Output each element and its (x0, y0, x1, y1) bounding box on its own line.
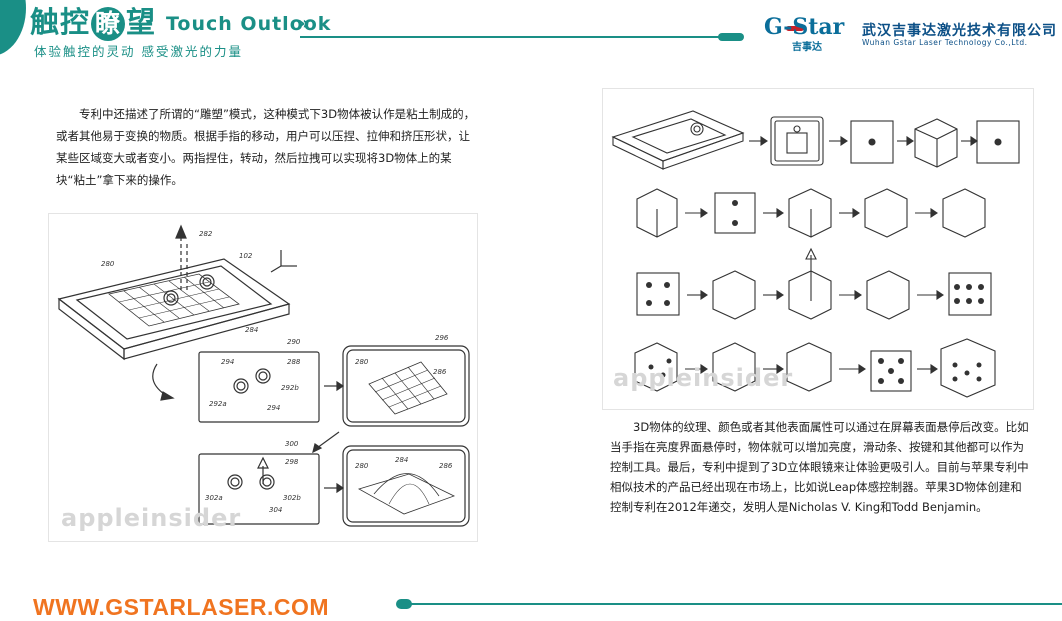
fig1-label: 284 (245, 326, 258, 334)
patent-figure-sculpt: 282 102 280 284 290 296 294 288 292a 292… (48, 213, 478, 542)
fig1-label: 102 (239, 252, 253, 260)
footer-divider-dot (396, 599, 412, 609)
patent-figure-dice-drawing (611, 110, 1020, 398)
fig1-label: 290 (287, 338, 301, 346)
gstar-logo-swoosh (786, 26, 804, 31)
double-chevron-icon: » (298, 13, 310, 34)
gstar-logo-sub: 吉事达 (792, 42, 822, 53)
fig1-label: 294 (221, 358, 234, 366)
fig1-label: 302b (283, 494, 301, 502)
fig1-label: 280 (101, 260, 115, 268)
company-name-en: Wuhan Gstar Laser Technology Co.,Ltd. (862, 38, 1028, 47)
fig1-label: 288 (287, 358, 301, 366)
fig1-label: 286 (439, 462, 453, 470)
logo-english: Touch Outlook (166, 13, 332, 35)
header-divider (300, 36, 720, 38)
fig1-label: 284 (395, 456, 408, 464)
fig1-label: 296 (435, 334, 449, 342)
footer-divider (410, 603, 1062, 605)
slogan: 体验触控的灵动 感受激光的力量 (34, 44, 243, 59)
watermark-appleinsider: appleinsider (61, 504, 242, 532)
footer-website-link[interactable]: WWW.GSTARLASER.COM (33, 594, 330, 620)
fig1-label: 280 (355, 462, 369, 470)
fig1-label: 280 (355, 358, 369, 366)
logo-title: 触控瞭望 (30, 5, 157, 41)
gstar-logo-mark: G-Star (764, 14, 845, 40)
watermark-appleinsider: appleinsider (613, 364, 794, 392)
fig1-label: 300 (285, 440, 299, 448)
fig1-label: 304 (269, 506, 282, 514)
fig1-label: 286 (433, 368, 447, 376)
article-paragraph-2: 3D物体的纹理、颜色或者其他表面属性可以通过在屏幕表面悬停后改变。比如当手指在亮… (610, 420, 1029, 514)
logo-highlight-char: 瞭 (91, 7, 126, 41)
fig1-label: 302a (205, 494, 223, 502)
fig1-label: 292a (209, 400, 227, 408)
fig1-label: 282 (199, 230, 213, 238)
header-arc-decoration (0, 0, 26, 56)
patent-figure-dice: appleinsider (602, 88, 1034, 410)
company-name-cn: 武汉吉事达激光技术有限公司 (862, 23, 1057, 39)
patent-figure-sculpt-drawing: 282 102 280 284 290 296 294 288 292a 292… (57, 224, 470, 527)
fig1-label: 292b (281, 384, 299, 392)
fig1-label: 294 (267, 404, 280, 412)
header-divider-end (718, 33, 744, 41)
fig1-label: 298 (285, 458, 299, 466)
gstar-logo: G-Star 吉事达 (764, 8, 860, 53)
article-paragraph-1: 专利中还描述了所谓的“雕塑”模式，这种模式下3D物体被认作是粘土制成的，或者其他… (56, 107, 476, 187)
